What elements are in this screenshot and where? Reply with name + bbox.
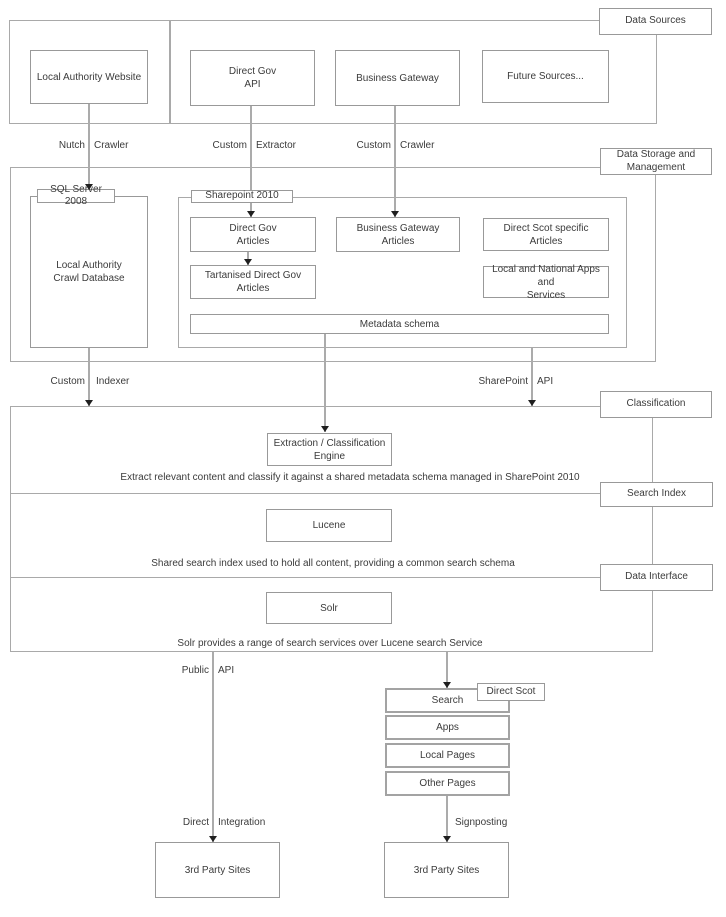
node-direct-scot-articles: Direct Scot specific Articles [483,218,609,251]
arrowhead-nutch-crawler [85,184,93,190]
edge-label-extractor-left: Custom [212,140,247,151]
data-interface-section-label: Data Interface [600,564,713,591]
sharepoint-label: Sharepoint 2010 [191,190,293,203]
edge-nutch-crawler-line [88,104,90,189]
node-business-gateway: Business Gateway [335,50,460,106]
edge-label-indexer-right: Indexer [96,376,130,387]
edge-label-public-api-right: API [218,665,235,676]
node-lucene: Lucene [266,509,392,542]
sql-server-label: SQL Server 2008 [37,184,115,207]
node-third-party-sites-left: 3rd Party Sites [155,842,280,898]
arrowhead-metadata-extraction [321,426,329,432]
arrowhead-sharepoint-api [528,400,536,406]
edge-label-crawler-left: Custom [356,140,391,151]
node-business-gateway-articles: Business Gateway Articles [336,217,460,252]
directscot-page-apps: Apps [385,715,510,740]
node-extraction-engine: Extraction / Classification Engine [267,433,392,466]
edge-label-extractor-right: Extractor [256,140,297,151]
edge-label-signposting: Signposting [455,817,508,828]
directscot-page-other-pages: Other Pages [385,771,510,796]
node-solr: Solr [266,592,392,624]
edge-label-indexer-left: Custom [50,376,85,387]
edge-label-nutch-left: Nutch [58,140,85,151]
node-tartanised-articles: Tartanised Direct Gov Articles [190,265,316,299]
arrowhead-signposting [443,836,451,842]
classification-note: Extract relevant content and classify it… [120,472,580,483]
node-direct-gov-api: Direct Gov API [190,50,315,106]
node-third-party-sites-right: 3rd Party Sites [384,842,509,898]
edge-custom-extractor-line [250,106,252,217]
classification-section-label: Classification [600,391,712,418]
edge-custom-crawler-line [394,106,396,217]
edge-label-sharepoint-api-left: SharePoint [478,376,528,387]
data-interface-divider [10,577,653,578]
edge-label-public-api-left: Public [181,665,209,676]
arrowhead-custom-indexer [85,400,93,406]
edge-label-crawler-right: Crawler [400,140,435,151]
edge-directgov-tartanised-line [247,252,249,265]
arrowhead-directgov-tartanised [244,259,252,265]
data-sources-section-label: Data Sources [599,8,712,35]
edge-custom-indexer-line [88,348,90,406]
search-index-divider [10,493,653,494]
edge-label-nutch-right: Crawler [94,140,129,151]
edge-label-sharepoint-api-right: API [537,376,554,387]
data-interface-note: Solr provides a range of search services… [177,638,483,649]
edge-metadata-extraction-line [324,334,326,432]
arrowhead-direct-integration [209,836,217,842]
node-local-authority-website: Local Authority Website [30,50,148,104]
directscot-label: Direct Scot [477,683,545,701]
arrowhead-custom-crawler [391,211,399,217]
edge-label-direct-integration-right: Integration [218,817,266,828]
edge-label-direct-integration-left: Direct [182,817,209,828]
edge-sharepoint-api-line [531,348,533,406]
node-future-sources: Future Sources... [482,50,609,103]
edge-public-api-line [212,652,214,842]
node-local-national-apps: Local and National Apps and Services [483,264,609,301]
node-crawl-database: Local Authority Crawl Database [30,196,148,348]
data-storage-section-label: Data Storage and Management [600,148,712,175]
sharepoint-container [178,197,627,348]
node-direct-gov-articles: Direct Gov Articles [190,217,316,252]
node-metadata-schema: Metadata schema [190,314,609,334]
arrowhead-custom-extractor [247,211,255,217]
processing-container [10,406,653,652]
directscot-page-local-pages: Local Pages [385,743,510,768]
data-sources-right-container [170,20,657,124]
search-index-note: Shared search index used to hold all con… [151,558,515,569]
search-index-section-label: Search Index [600,482,713,507]
edge-signposting-line [446,796,448,842]
arrowhead-directscot [443,682,451,688]
edge-directscot-line [446,652,448,688]
data-storage-container [10,167,656,362]
